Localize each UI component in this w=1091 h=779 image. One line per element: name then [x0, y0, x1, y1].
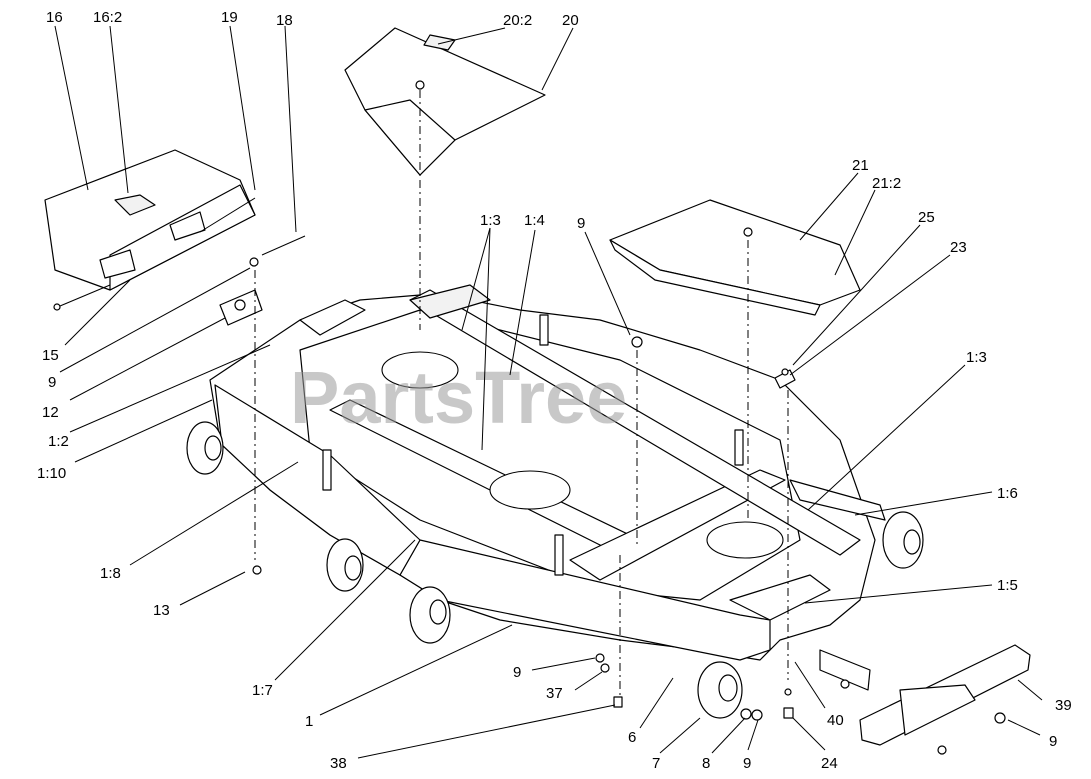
callout-7: 7 — [652, 755, 660, 772]
callout-18: 18 — [276, 12, 293, 29]
callout-1: 1 — [305, 713, 313, 730]
callout-21: 21 — [852, 157, 869, 174]
assembly-lines — [254, 90, 789, 695]
callout-38: 38 — [330, 755, 347, 772]
callout-37: 37 — [546, 685, 563, 702]
callout-1-5: 1:5 — [997, 577, 1018, 594]
bumper — [819, 644, 1031, 746]
callout-1-3: 1:3 — [480, 212, 501, 229]
callout-16: 16 — [46, 9, 63, 26]
callout-1-2: 1:2 — [48, 433, 69, 450]
callout-1-6: 1:6 — [997, 485, 1018, 502]
leader-lines — [54, 25, 1043, 759]
callout-9: 9 — [577, 215, 585, 232]
callout-23: 23 — [950, 239, 967, 256]
callout-40: 40 — [827, 712, 844, 729]
mower-deck — [209, 284, 886, 661]
callout-21-2: 21:2 — [872, 175, 901, 192]
caster-wheel-front — [409, 586, 451, 644]
callout-8: 8 — [702, 755, 710, 772]
callout-39: 39 — [1055, 697, 1072, 714]
belt-cover-right — [609, 199, 861, 316]
callout-15: 15 — [42, 347, 59, 364]
hardware — [252, 336, 1006, 755]
callout-13: 13 — [153, 602, 170, 619]
callout-24: 24 — [821, 755, 838, 772]
callout-1-3: 1:3 — [966, 349, 987, 366]
callout-1-4: 1:4 — [524, 212, 545, 229]
callout-9: 9 — [1049, 733, 1057, 750]
pivot-bracket — [219, 235, 306, 326]
callout-labels: 16 16:2 19 18 20:2 20 1:3 1:4 9 21 21:2 … — [37, 9, 1072, 772]
callout-1-7: 1:7 — [252, 682, 273, 699]
callout-1-8: 1:8 — [100, 565, 121, 582]
belt-cover-left — [44, 149, 256, 311]
callout-19: 19 — [221, 9, 238, 26]
callout-1-10: 1:10 — [37, 465, 66, 482]
watermark: PartsTree — [290, 356, 627, 439]
caster-wheel-center — [697, 661, 743, 719]
caster-wheel-front-left — [186, 421, 224, 475]
callout-20-2: 20:2 — [503, 12, 532, 29]
caster-wheel-right — [882, 511, 924, 569]
callout-12: 12 — [42, 404, 59, 421]
shield-top — [344, 27, 546, 176]
caster-wheel-left — [326, 538, 364, 592]
callout-20: 20 — [562, 12, 579, 29]
callout-6: 6 — [628, 729, 636, 746]
callout-9: 9 — [513, 664, 521, 681]
callout-25: 25 — [918, 209, 935, 226]
callout-9: 9 — [743, 755, 751, 772]
callout-16-2: 16:2 — [93, 9, 122, 26]
callout-9: 9 — [48, 374, 56, 391]
